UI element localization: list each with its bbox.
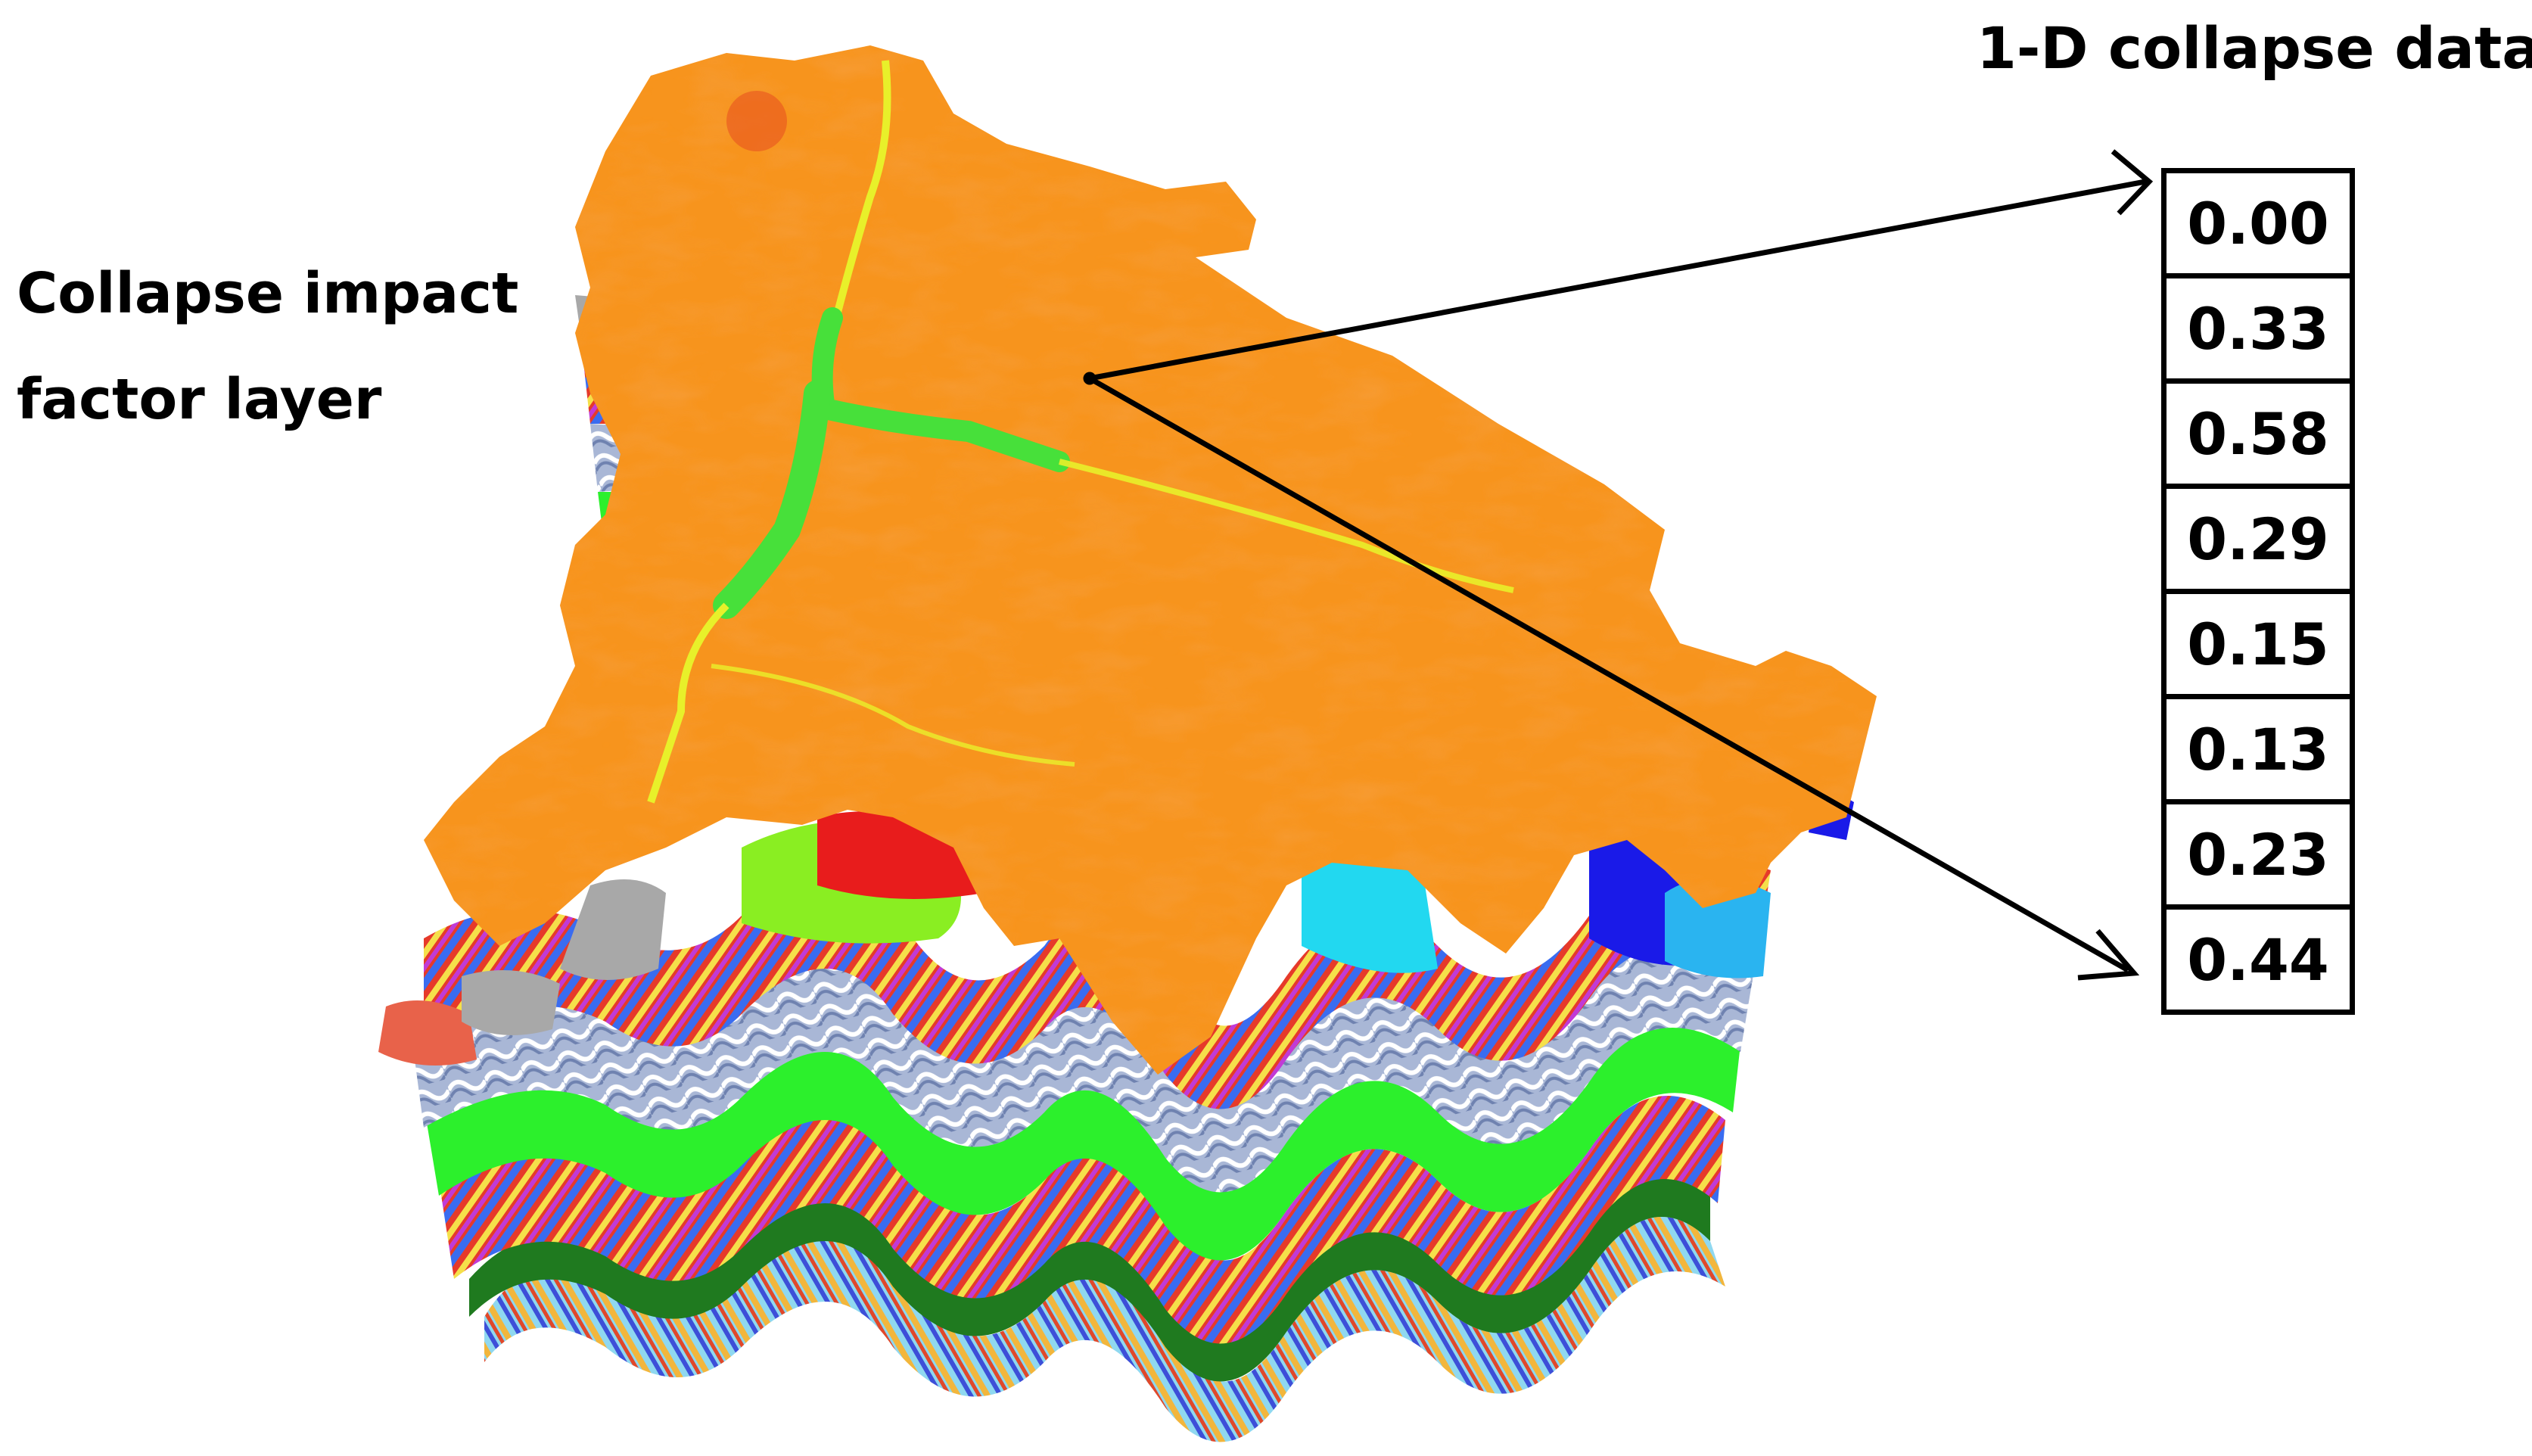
layer-label: Collapse impact factor layer — [17, 241, 518, 453]
sampling-arrows — [1083, 149, 2154, 981]
collapse-value-cell: 0.15 — [2167, 594, 2350, 699]
sample-point — [1083, 372, 1096, 385]
layer-label-line1: Collapse impact — [17, 261, 519, 326]
layer-label-line2: factor layer — [17, 367, 382, 432]
data-title: 1-D collapse data — [1977, 14, 2532, 82]
top-factor-layer — [424, 45, 1877, 1075]
collapse-value-cell: 0.33 — [2167, 278, 2350, 384]
arrow-to-last-value — [1088, 375, 2129, 973]
arrow-to-first-value — [1089, 179, 2146, 381]
collapse-data-column: 0.00 0.33 0.58 0.29 0.15 0.13 0.23 0.44 — [2161, 168, 2355, 1015]
collapse-value-cell: 0.13 — [2167, 699, 2350, 804]
collapse-value-cell: 0.58 — [2167, 384, 2350, 489]
arrow-head-bottom — [2077, 929, 2140, 981]
collapse-value-cell: 0.29 — [2167, 489, 2350, 594]
arrow-head-top — [2111, 149, 2154, 216]
collapse-value-cell: 0.00 — [2167, 173, 2350, 278]
collapse-value-cell: 0.44 — [2187, 926, 2329, 994]
lower-factor-layers — [378, 779, 1854, 1442]
collapse-value-cell: 0.23 — [2167, 804, 2350, 910]
